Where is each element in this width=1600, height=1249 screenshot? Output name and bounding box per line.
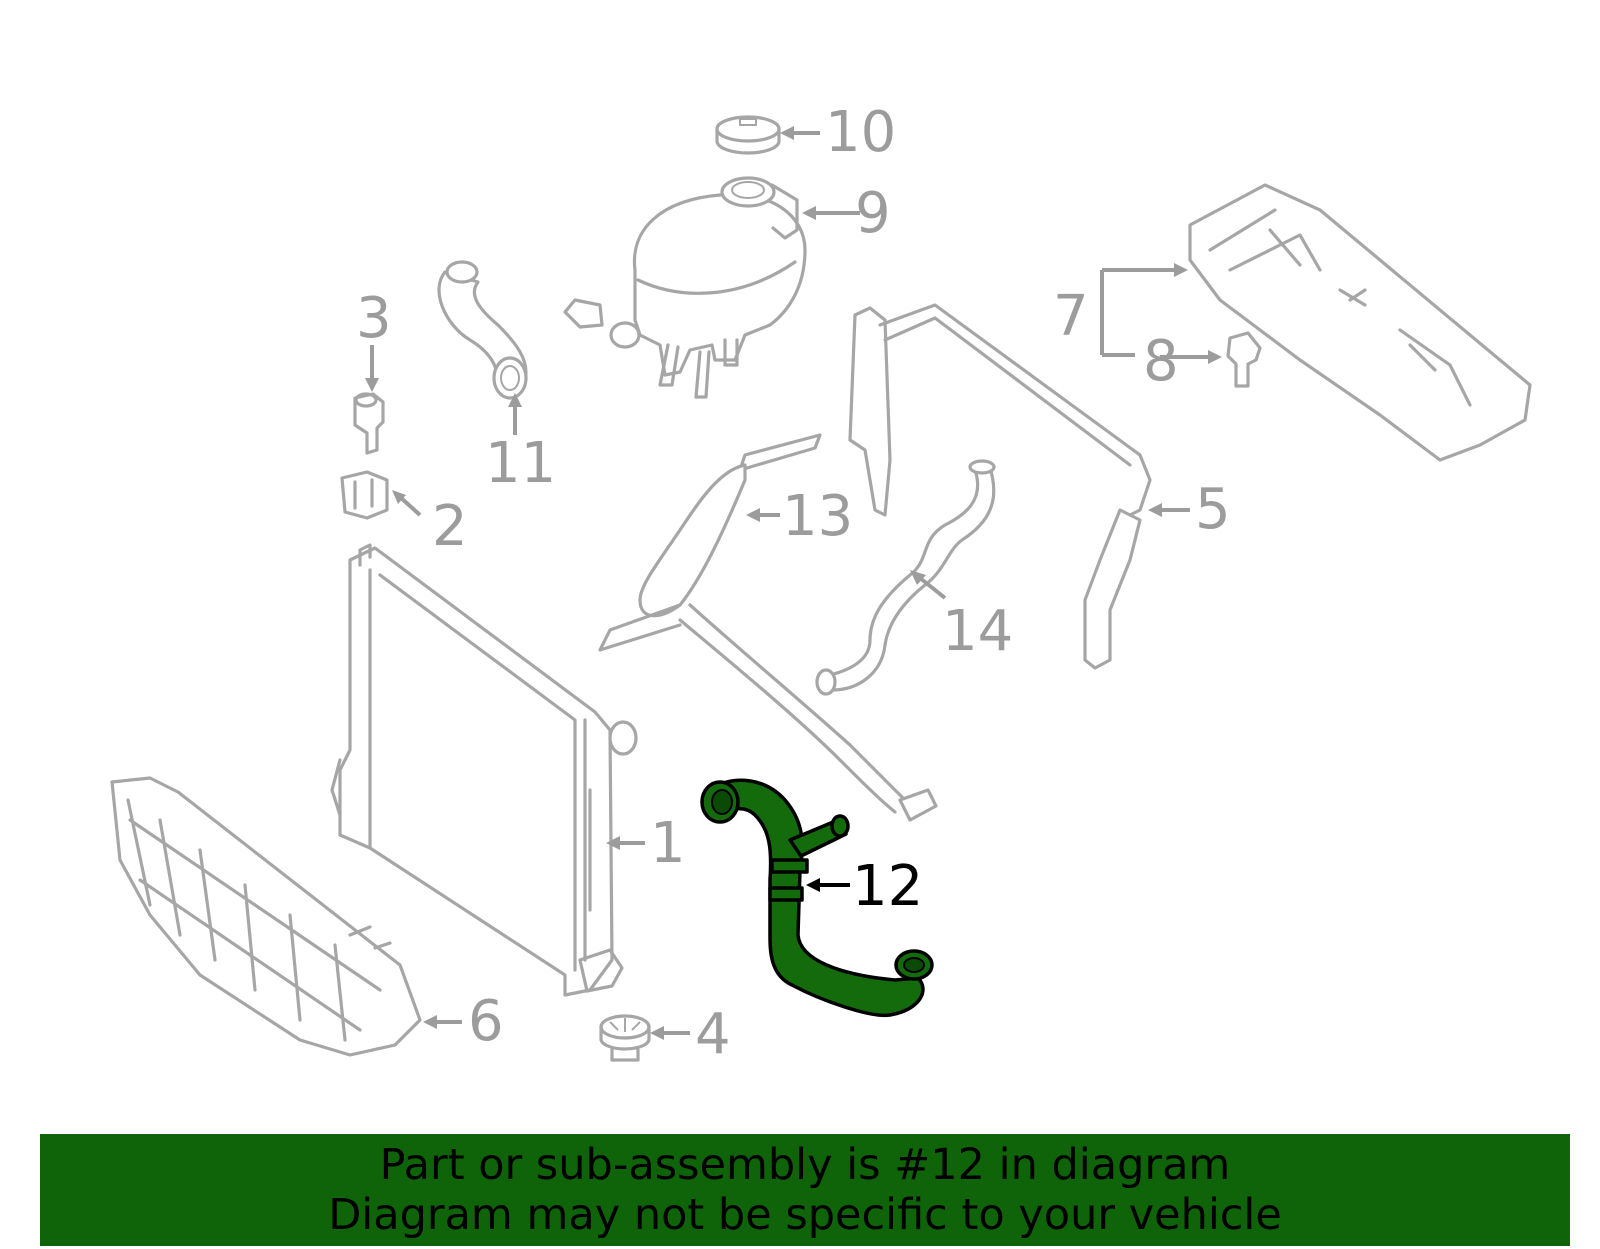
part-4-plug[interactable] <box>599 1014 651 1062</box>
part-1-radiator[interactable] <box>330 543 638 997</box>
banner-line-part: Part or sub-assembly is #12 in diagram <box>379 1140 1231 1190</box>
part-6-air-guide[interactable] <box>110 776 422 1057</box>
part-11-hose[interactable] <box>437 260 528 400</box>
part-2-bracket[interactable] <box>340 470 389 520</box>
callout-9: 9 <box>855 181 891 246</box>
callout-5: 5 <box>1195 477 1231 542</box>
callout-7: 7 <box>1053 284 1089 349</box>
part-12-radiator-hose[interactable] <box>700 778 934 1018</box>
callout-1: 1 <box>650 811 686 876</box>
callout-8: 8 <box>1143 329 1179 394</box>
callout-10: 10 <box>825 100 896 165</box>
callout-2: 2 <box>432 494 468 559</box>
part-3-clip[interactable] <box>353 392 385 455</box>
callout-14: 14 <box>942 599 1013 664</box>
info-banner: Part or sub-assembly is #12 in diagram D… <box>40 1134 1570 1246</box>
part-9-expansion-tank[interactable] <box>563 176 807 399</box>
leaders <box>365 126 1222 1040</box>
callout-12: 12 <box>852 854 923 919</box>
callout-4: 4 <box>695 1002 731 1067</box>
banner-line-disclaimer: Diagram may not be specific to your vehi… <box>328 1190 1282 1240</box>
part-14-hose[interactable] <box>815 459 996 696</box>
callout-6: 6 <box>468 989 504 1054</box>
part-13-hose[interactable] <box>598 433 938 822</box>
callout-11: 11 <box>485 431 556 496</box>
callout-3: 3 <box>356 286 392 351</box>
part-5-frame[interactable] <box>848 303 1152 670</box>
part-8-clip[interactable] <box>1226 331 1262 388</box>
callout-13: 13 <box>782 484 853 549</box>
part-7-cowl-panel[interactable] <box>1188 183 1532 462</box>
part-10-reservoir-cap[interactable] <box>715 115 781 155</box>
